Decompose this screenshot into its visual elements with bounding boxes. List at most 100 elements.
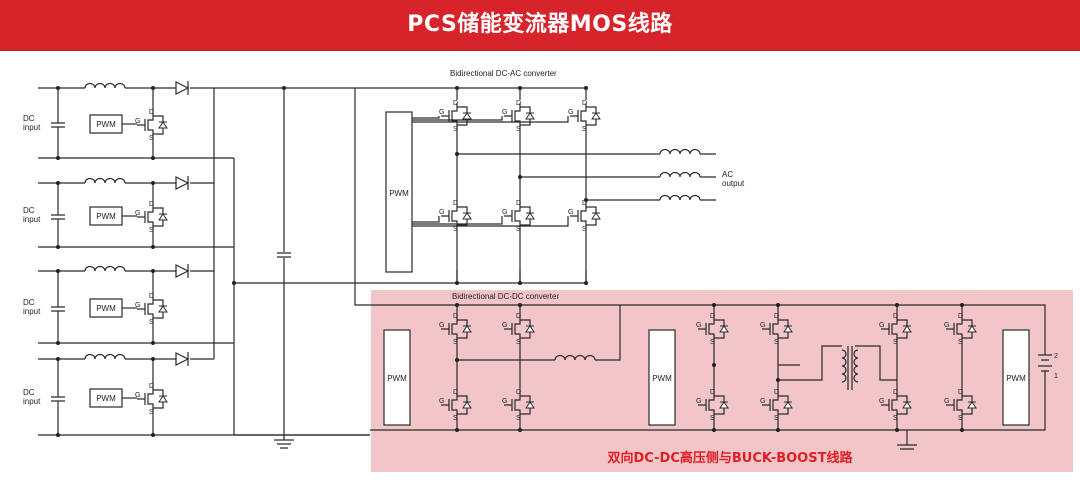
- diode: [175, 264, 190, 278]
- source-label: S: [453, 126, 458, 133]
- mosfet: [570, 103, 601, 129]
- mosfet-gate: [698, 323, 707, 335]
- body-diode: [158, 213, 168, 221]
- mosfet-channel: [891, 316, 898, 342]
- dcdc-title: Bidirectional DC-DC converter: [452, 292, 559, 301]
- mosfet: [504, 103, 535, 129]
- drain-label: D: [958, 389, 963, 396]
- junction-dot: [56, 86, 60, 90]
- dc-input-label: DC: [23, 206, 35, 215]
- mosfet-channel: [147, 204, 154, 230]
- mosfet-gate: [881, 323, 890, 335]
- source-label: S: [516, 415, 521, 422]
- junction-dot: [455, 152, 459, 156]
- mosfet-channel: [772, 316, 779, 342]
- mosfet-channel: [147, 386, 154, 412]
- gate-label: G: [944, 398, 949, 405]
- mosfet-channel: [514, 316, 521, 342]
- source-label: S: [582, 226, 587, 233]
- mosfet-channel: [514, 392, 521, 418]
- body-diode: [525, 112, 535, 120]
- junction-dot: [960, 428, 964, 432]
- drain-label: D: [453, 389, 458, 396]
- body-diode: [525, 401, 535, 409]
- pwm-label: PWM: [96, 394, 116, 403]
- bus-to-dcdc: [354, 88, 370, 306]
- junction-dot: [455, 358, 459, 362]
- junction-dot: [776, 378, 780, 382]
- body-diode: [902, 325, 912, 333]
- drain-label: D: [149, 383, 154, 390]
- junction-dot: [455, 303, 459, 307]
- mosfet: [504, 392, 535, 418]
- mosfet-channel: [451, 203, 458, 229]
- source-label: S: [516, 226, 521, 233]
- source-label: S: [582, 126, 587, 133]
- mosfet-channel: [514, 103, 521, 129]
- mosfet: [441, 203, 472, 229]
- source-label: S: [453, 226, 458, 233]
- inductor: [84, 353, 126, 360]
- drain-label: D: [774, 313, 779, 320]
- page-title: PCS储能变流器MOS线路: [407, 12, 673, 37]
- source-label: S: [149, 409, 154, 416]
- junction-dot: [151, 245, 155, 249]
- mosfet: [946, 316, 977, 342]
- mosfet-gate: [881, 399, 890, 411]
- gate-label: G: [568, 209, 573, 216]
- mosfet-channel: [451, 316, 458, 342]
- diode: [175, 176, 190, 190]
- mosfet: [504, 203, 535, 229]
- pwm-label: PWM: [652, 374, 672, 383]
- mosfet-gate: [441, 323, 450, 335]
- junction-dot: [518, 303, 522, 307]
- junction-dot: [712, 428, 716, 432]
- dcdc-link-down: [595, 305, 621, 361]
- pwm-block-boost: [89, 114, 123, 134]
- capacitor-plates: [51, 396, 65, 402]
- junction-dot: [712, 303, 716, 307]
- drain-label: D: [516, 200, 521, 207]
- pwm-block-dcdc-3: [1002, 329, 1030, 426]
- battery-terminal-label: 1: [1054, 373, 1058, 380]
- gate-label: G: [696, 322, 701, 329]
- gate-label: G: [502, 322, 507, 329]
- highlight-caption: 双向DC-DC高压侧与BUCK-BOOST线路: [607, 451, 853, 466]
- mosfet: [137, 296, 168, 322]
- body-diode: [902, 401, 912, 409]
- transformer-primary-lead: [778, 345, 842, 381]
- gate-drive-lower: [412, 216, 440, 223]
- drain-label: D: [453, 313, 458, 320]
- diode-body: [175, 176, 190, 190]
- mosfet: [137, 204, 168, 230]
- battery-terminal-label: 2: [1054, 353, 1058, 360]
- body-diode: [462, 325, 472, 333]
- drain-label: D: [516, 100, 521, 107]
- capacitor-plates: [277, 252, 291, 258]
- junction-dot: [518, 86, 522, 90]
- drain-label: D: [893, 389, 898, 396]
- mosfet: [698, 316, 729, 342]
- junction-dot: [895, 428, 899, 432]
- mosfet-gate: [137, 393, 146, 405]
- pwm-block-boost: [89, 298, 123, 318]
- junction-dot: [584, 281, 588, 285]
- body-diode: [462, 112, 472, 120]
- junction-dot: [232, 281, 236, 285]
- pwm-label: PWM: [96, 304, 116, 313]
- mosfet-channel: [147, 296, 154, 322]
- pwm-block-dcac: [385, 111, 413, 273]
- capacitor-plates: [51, 306, 65, 312]
- ground-symbol: [274, 439, 294, 449]
- junction-dot: [712, 363, 716, 367]
- pwm-block-boost: [89, 206, 123, 226]
- junction-dot: [56, 433, 60, 437]
- junction-dot: [151, 269, 155, 273]
- dc-input-label: input: [23, 307, 41, 316]
- drain-label: D: [893, 313, 898, 320]
- pwm-block-dcdc-1: [383, 329, 411, 426]
- body-diode: [158, 395, 168, 403]
- dcac-negative-rail: [456, 270, 587, 283]
- capacitor: [277, 252, 291, 258]
- battery-symbol: [1038, 354, 1052, 380]
